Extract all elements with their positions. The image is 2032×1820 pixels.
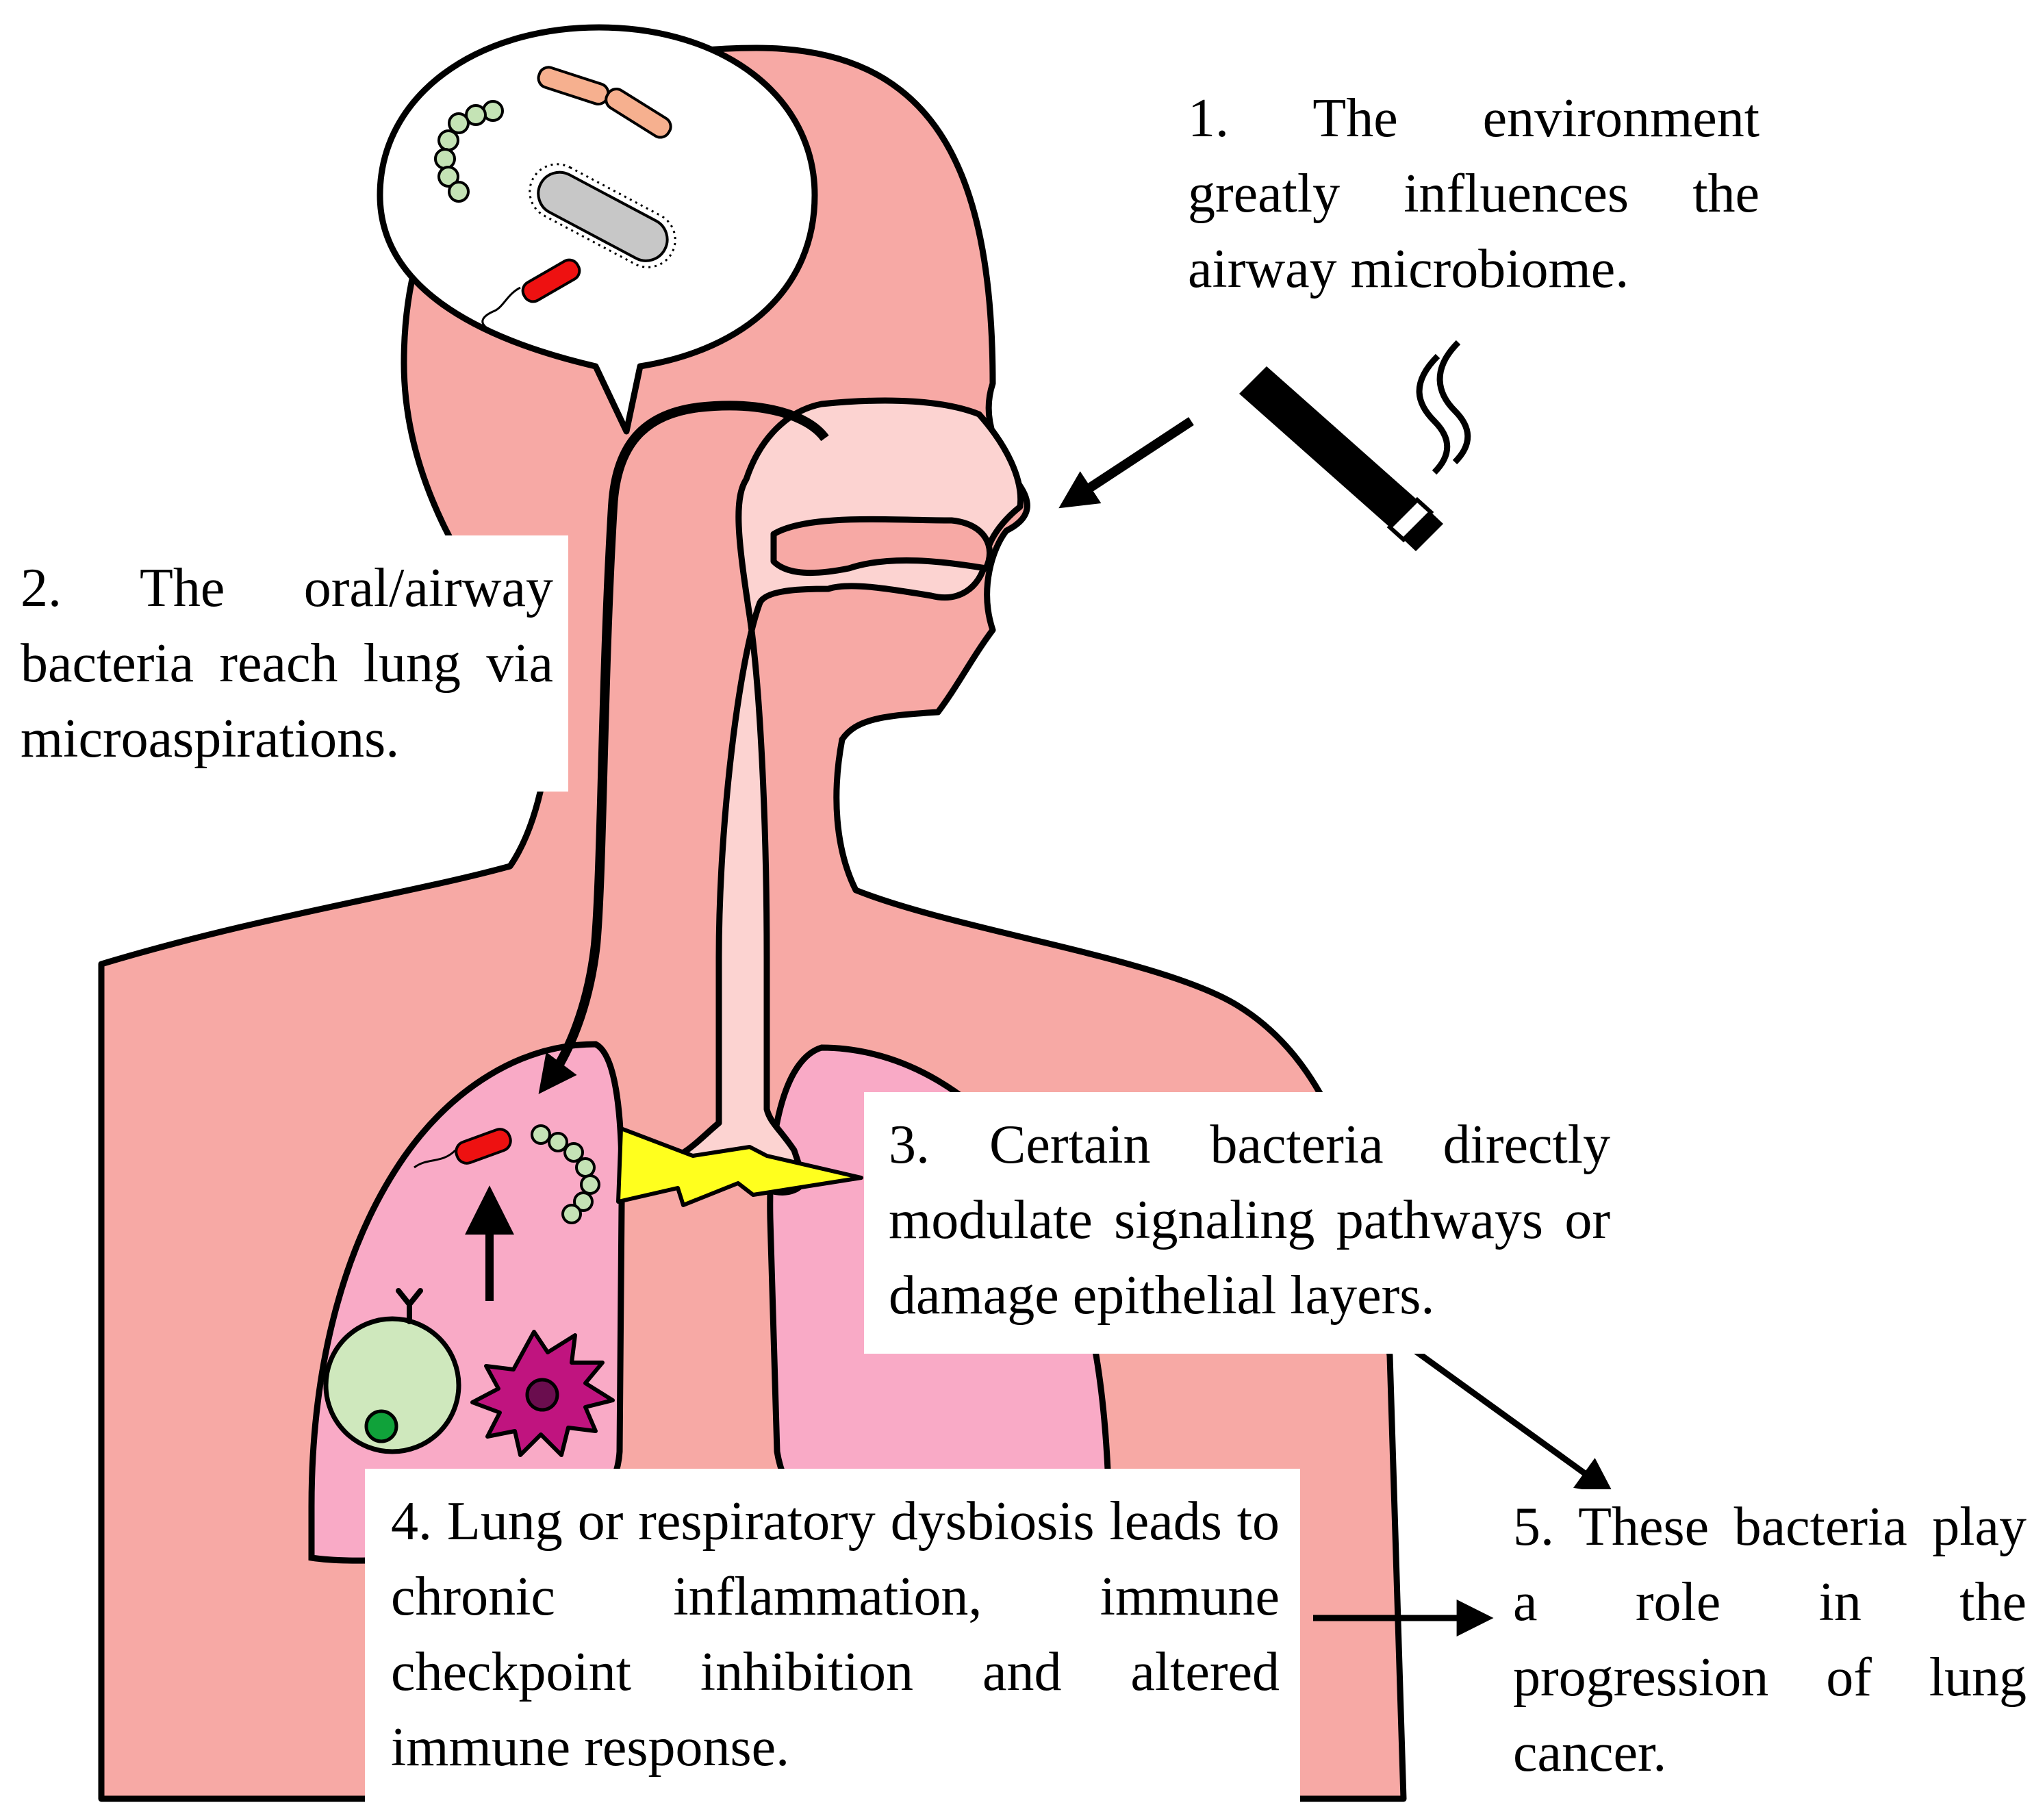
callout-step-5: 5. These bacteria play a role in the pro… <box>1513 1489 2027 1791</box>
tongue <box>770 516 993 576</box>
airway-trachea <box>647 397 1024 1196</box>
coccus-chain-icon <box>434 100 504 203</box>
bacteria-bubble <box>377 24 818 435</box>
red-bacillus-icon <box>481 258 581 329</box>
aspiration-arrow <box>538 401 829 1094</box>
grey-bacillus-icon <box>529 163 676 268</box>
environment-arrow <box>1058 417 1194 509</box>
smoke-icon <box>1416 340 1471 475</box>
lung-bacteria <box>414 1124 600 1224</box>
orange-bacillus-icon <box>537 66 672 139</box>
cigarette-icon <box>1239 366 1443 551</box>
callout-step-4: 4. Lung or respiratory dysbiosis leads t… <box>365 1469 1300 1803</box>
lightning-icon <box>616 1126 863 1207</box>
callout-step-2: 2. The oral/airway bacteria reach lung v… <box>7 535 568 792</box>
lymphocyte-icon <box>323 1288 461 1454</box>
dendritic-cell-icon <box>470 1330 615 1457</box>
arrow-3-to-5 <box>1403 1341 1614 1495</box>
callout-step-3: 3. Certain bacteria directly modulate si… <box>864 1092 1625 1354</box>
callout-step-1: 1. The environment greatly influences th… <box>1188 81 1760 307</box>
